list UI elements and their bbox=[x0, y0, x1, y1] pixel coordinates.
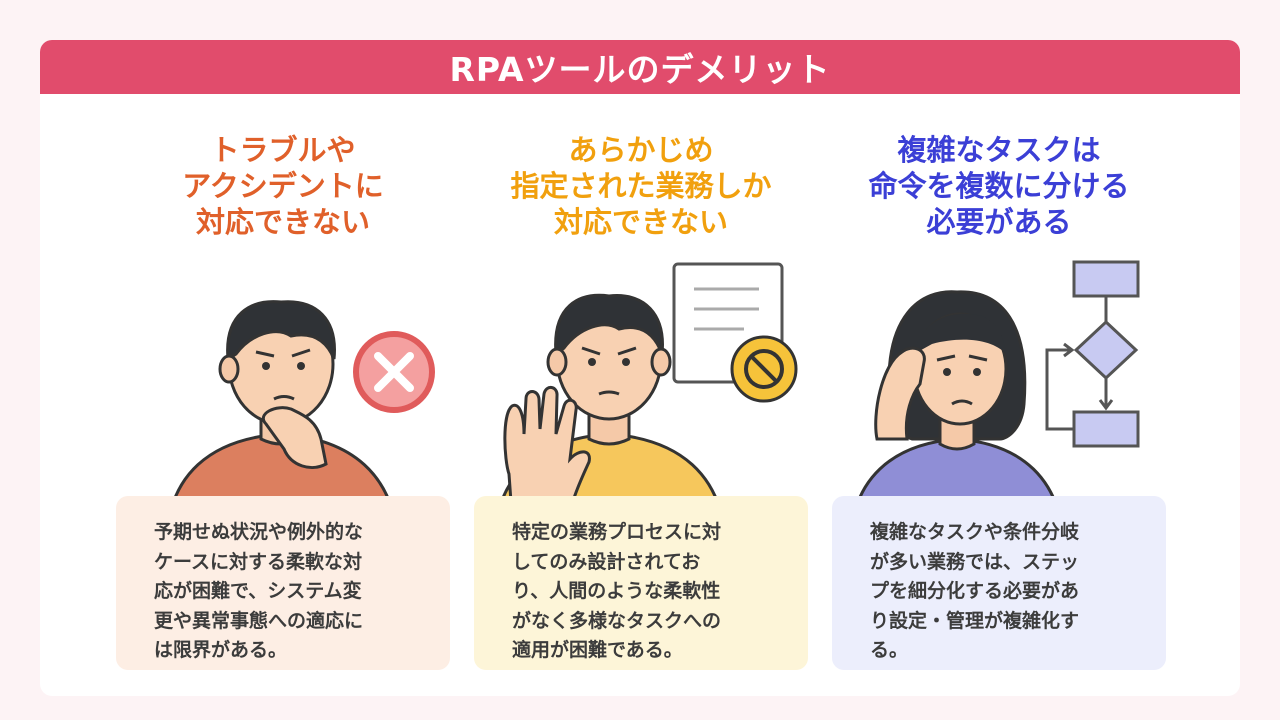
desc-line: 複雑なタスクや条件分岐 bbox=[870, 521, 1080, 543]
heading-line: あらかじめ bbox=[568, 133, 714, 167]
column-troubles: トラブルや アクシデントに 対応できない bbox=[116, 94, 450, 694]
desc-line: 更や異常事態への適応に bbox=[154, 609, 364, 632]
x-mark-icon bbox=[353, 331, 435, 413]
column-description: 予期せぬ状況や例外的な ケースに対する柔軟な対 応が困難で、システム変 更や異常… bbox=[116, 496, 450, 670]
column-description: 特定の業務プロセスに対 してのみ設計されてお り、人間のような柔軟性 がなく多様… bbox=[474, 496, 808, 670]
column-heading: 複雑なタスクは 命令を複数に分ける 必要がある bbox=[832, 132, 1166, 240]
desc-line: 予期せぬ状況や例外的な bbox=[154, 521, 364, 543]
flowchart-icon bbox=[1045, 260, 1140, 448]
desc-line: り、人間のような柔軟性 bbox=[512, 580, 721, 602]
heading-line: 対応できない bbox=[553, 205, 728, 239]
column-fixed-tasks: あらかじめ 指定された業務しか 対応できない bbox=[474, 94, 808, 694]
desc-line: プを細分化する必要があ bbox=[870, 580, 1080, 602]
column-complex-tasks: 複雑なタスクは 命令を複数に分ける 必要がある bbox=[832, 94, 1166, 694]
desc-line: る。 bbox=[870, 639, 909, 661]
desc-line: 適用が困難である。 bbox=[512, 639, 683, 661]
desc-line: がなく多様なタスクへの bbox=[512, 609, 722, 632]
heading-line: 命令を複数に分ける bbox=[868, 169, 1130, 203]
heading-line: 複雑なタスクは bbox=[897, 133, 1101, 167]
document-prohibited-icon bbox=[672, 262, 798, 403]
desc-line: り設定・管理が複雑化す bbox=[870, 609, 1080, 632]
heading-line: アクシデントに bbox=[182, 169, 384, 203]
page-title: RPAツールのデメリット bbox=[40, 40, 1240, 94]
desc-line: が多い業務では、ステッ bbox=[870, 550, 1080, 573]
desc-line: は限界がある。 bbox=[154, 639, 288, 661]
desc-line: ケースに対する柔軟な対 bbox=[154, 550, 363, 573]
heading-line: 指定された業務しか bbox=[510, 169, 772, 203]
desc-line: 応が困難で、システム変 bbox=[154, 580, 362, 602]
desc-line: してのみ設計されてお bbox=[512, 550, 701, 573]
infographic-card: RPAツールのデメリット トラブルや アクシデントに 対応できない bbox=[40, 40, 1240, 696]
heading-line: 対応できない bbox=[195, 205, 370, 239]
column-heading: トラブルや アクシデントに 対応できない bbox=[116, 132, 450, 240]
heading-line: 必要がある bbox=[926, 205, 1072, 239]
heading-line: トラブルや bbox=[210, 133, 356, 167]
column-description: 複雑なタスクや条件分岐 が多い業務では、ステッ プを細分化する必要があ り設定・… bbox=[832, 496, 1166, 670]
column-heading: あらかじめ 指定された業務しか 対応できない bbox=[474, 132, 808, 240]
desc-line: 特定の業務プロセスに対 bbox=[512, 521, 722, 543]
